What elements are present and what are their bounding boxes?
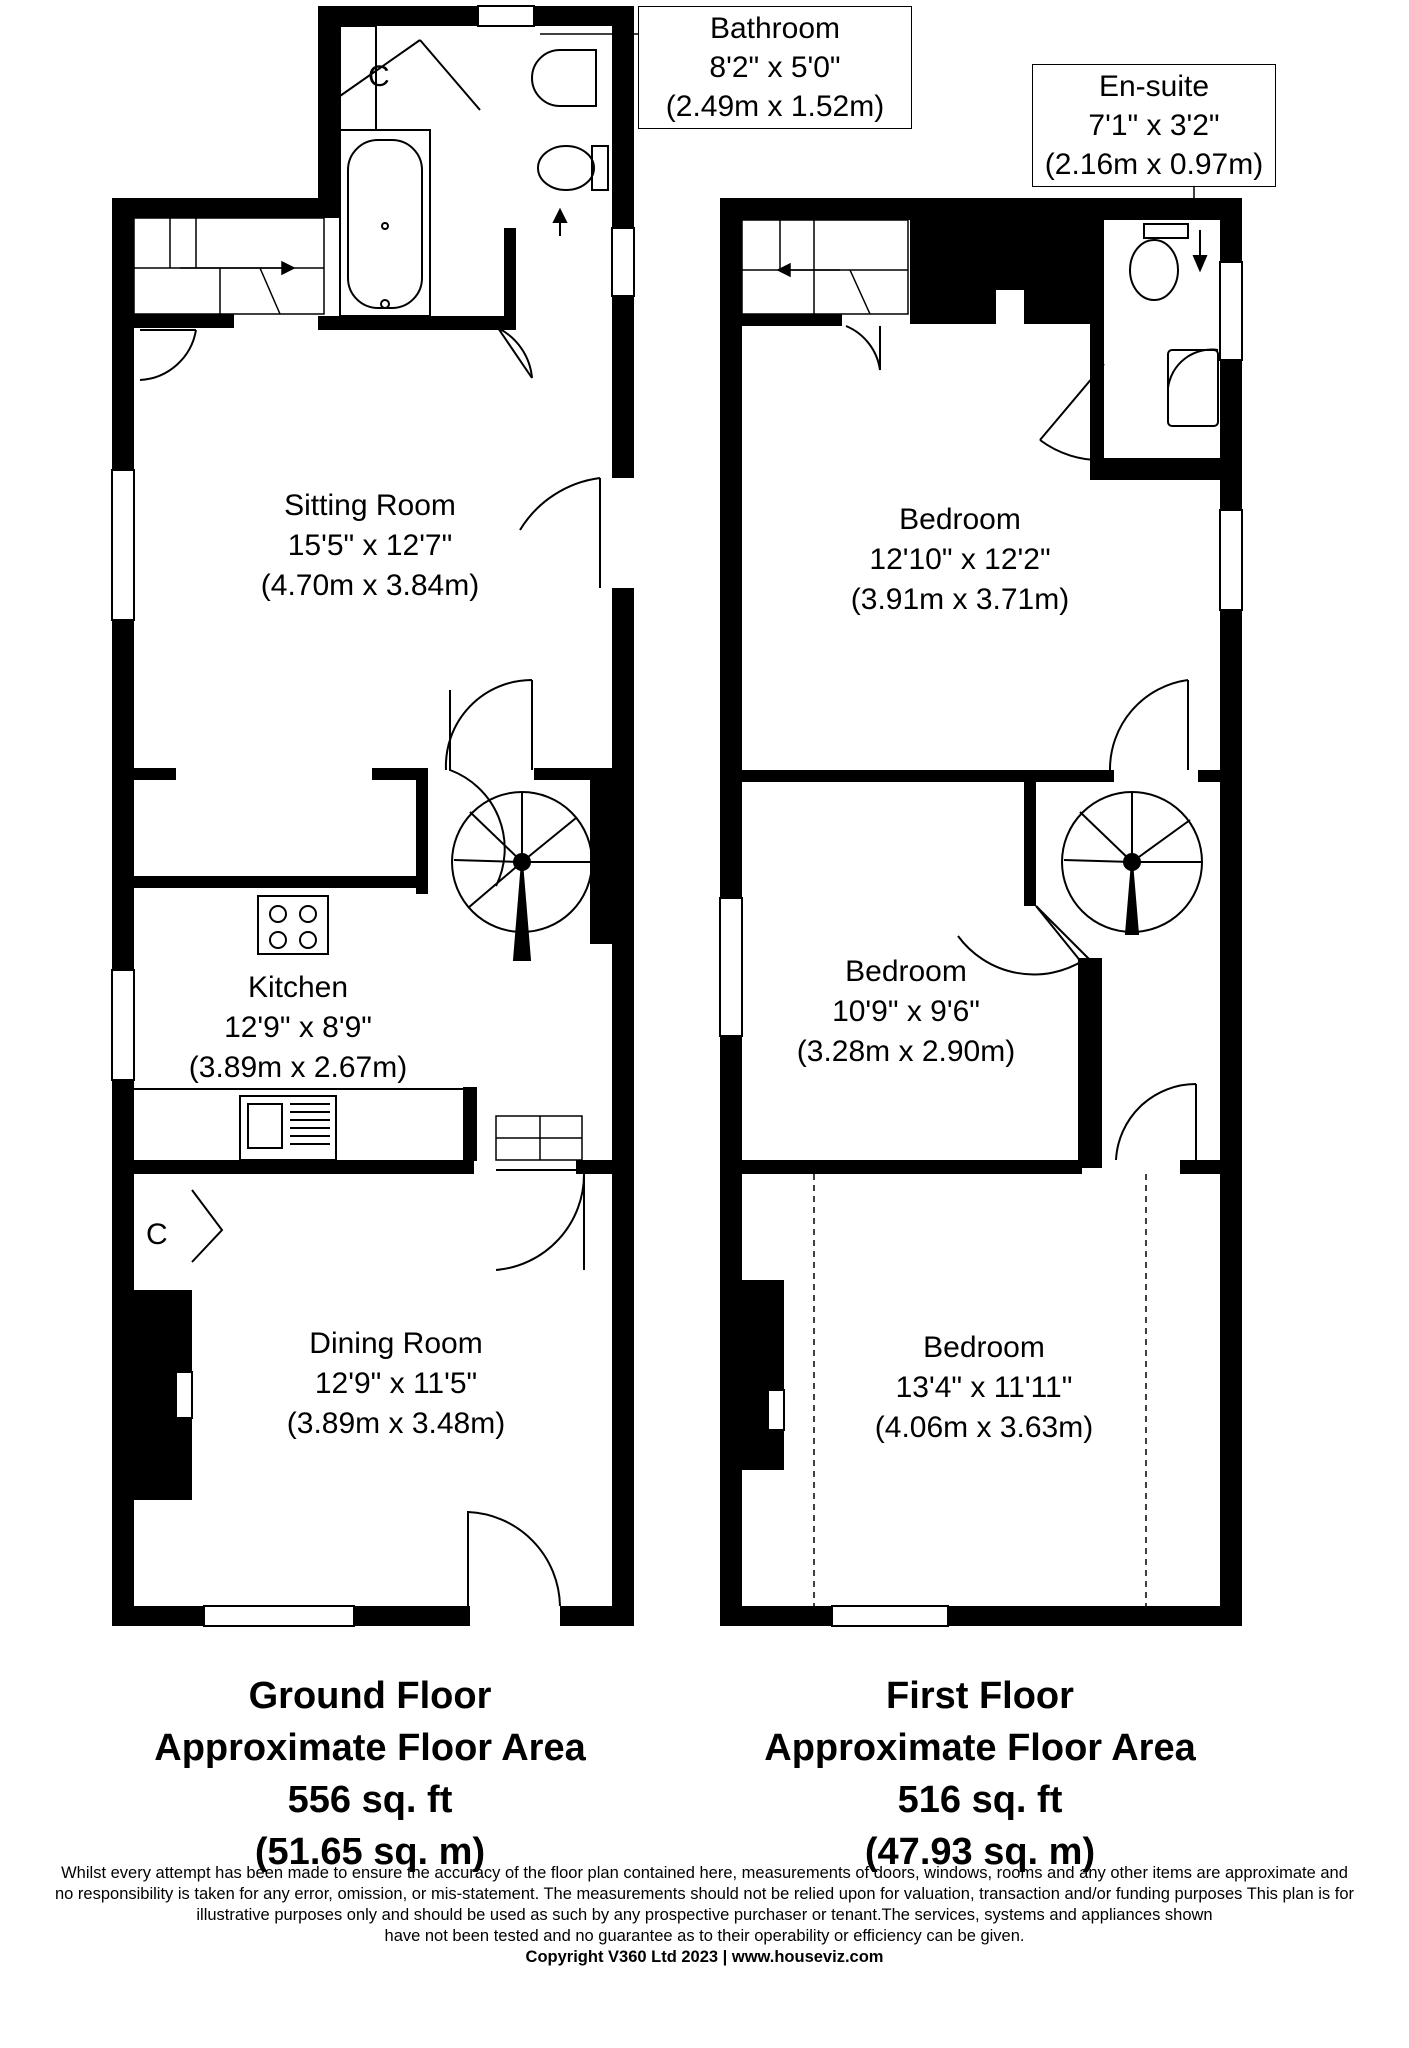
ground-stairs <box>133 217 583 1161</box>
room-label-kitchen: Kitchen 12'9" x 8'9" (3.89m x 2.67m) <box>148 968 448 1088</box>
room-size-metric: (4.06m x 3.63m) <box>874 1411 1094 1444</box>
ensuite-fixtures <box>1129 223 1219 427</box>
ground-spiral-stair <box>451 791 593 961</box>
room-label-bedroom-1: Bedroom 12'10" x 12'2" (3.91m x 3.71m) <box>810 500 1110 620</box>
room-name: Dining Room <box>309 1327 483 1360</box>
disclaimer-line: illustrative purposes only and should be… <box>196 1906 1213 1924</box>
room-label-ensuite: En-suite 7'1" x 3'2" (2.16m x 0.97m) <box>1032 64 1276 187</box>
room-size-metric: (3.89m x 2.67m) <box>188 1051 408 1084</box>
first-floor-summary: First Floor Approximate Floor Area 516 s… <box>720 1670 1240 1878</box>
disclaimer-line: Whilst every attempt has been made to en… <box>61 1864 1348 1882</box>
floor-area-sqft: 516 sq. ft <box>897 1779 1063 1821</box>
copyright: Copyright V360 Ltd 2023 | www.houseviz.c… <box>525 1948 884 1966</box>
room-size-imperial: 7'1" x 3'2" <box>1088 109 1220 142</box>
room-size-metric: (2.49m x 1.52m) <box>665 90 885 123</box>
ground-floor-summary: Ground Floor Approximate Floor Area 556 … <box>110 1670 630 1878</box>
ground-floor-plan <box>112 6 634 1626</box>
kitchen-fixtures <box>239 895 477 1161</box>
room-size-imperial: 13'4" x 11'11" <box>895 1371 1073 1404</box>
room-name: Kitchen <box>247 971 349 1004</box>
room-size-imperial: 12'9" x 8'9" <box>224 1011 372 1044</box>
room-name: Sitting Room <box>284 489 456 522</box>
first-spiral-stair <box>1061 791 1203 935</box>
room-label-bedroom-3: Bedroom 13'4" x 11'11" (4.06m x 3.63m) <box>834 1328 1134 1448</box>
first-windows <box>719 261 1243 1627</box>
room-size-imperial: 8'2" x 5'0" <box>709 51 841 84</box>
disclaimer-line: have not been tested and no guarantee as… <box>384 1927 1025 1945</box>
closet-label-dining: C <box>146 1218 168 1251</box>
room-size-metric: (4.70m x 3.84m) <box>260 569 480 602</box>
ground-windows <box>111 5 635 1627</box>
floor-area-label: Approximate Floor Area <box>764 1727 1196 1769</box>
floor-area-label: Approximate Floor Area <box>154 1727 586 1769</box>
floor-name: Ground Floor <box>248 1675 492 1717</box>
room-label-bathroom: Bathroom 8'2" x 5'0" (2.49m x 1.52m) <box>638 6 912 129</box>
room-name: En-suite <box>1098 70 1210 103</box>
disclaimer: Whilst every attempt has been made to en… <box>0 1863 1409 1968</box>
room-name: Bathroom <box>709 12 841 45</box>
room-size-imperial: 12'9" x 11'5" <box>314 1367 478 1400</box>
floor-area-sqm: (47.93 sq. m) <box>864 1831 1096 1873</box>
first-stairs <box>741 219 909 315</box>
room-label-dining-room: Dining Room 12'9" x 11'5" (3.89m x 3.48m… <box>246 1324 546 1444</box>
room-size-imperial: 12'10" x 12'2" <box>869 543 1051 576</box>
ground-doors <box>139 39 601 1607</box>
room-name: Bedroom <box>923 1331 1045 1364</box>
floor-area-sqm: (51.65 sq. m) <box>254 1831 486 1873</box>
room-size-metric: (3.89m x 3.48m) <box>286 1407 506 1440</box>
room-size-imperial: 10'9" x 9'6" <box>832 995 980 1028</box>
room-size-imperial: 15'5" x 12'7" <box>287 529 453 562</box>
room-label-sitting-room: Sitting Room 15'5" x 12'7" (4.70m x 3.84… <box>220 486 520 606</box>
room-name: Bedroom <box>899 503 1021 536</box>
room-size-metric: (3.28m x 2.90m) <box>796 1035 1016 1068</box>
floor-area-sqft: 556 sq. ft <box>287 1779 453 1821</box>
disclaimer-line: no responsibility is taken for any error… <box>55 1885 1354 1903</box>
room-name: Bedroom <box>845 955 967 988</box>
floor-name: First Floor <box>886 1675 1074 1717</box>
room-size-metric: (2.16m x 0.97m) <box>1044 148 1264 181</box>
bathroom-fixtures <box>339 25 609 317</box>
closet-label-bathroom: C <box>368 60 390 93</box>
room-size-metric: (3.91m x 3.71m) <box>850 583 1070 616</box>
first-doors <box>845 325 1197 1161</box>
room-label-bedroom-2: Bedroom 10'9" x 9'6" (3.28m x 2.90m) <box>756 952 1056 1072</box>
